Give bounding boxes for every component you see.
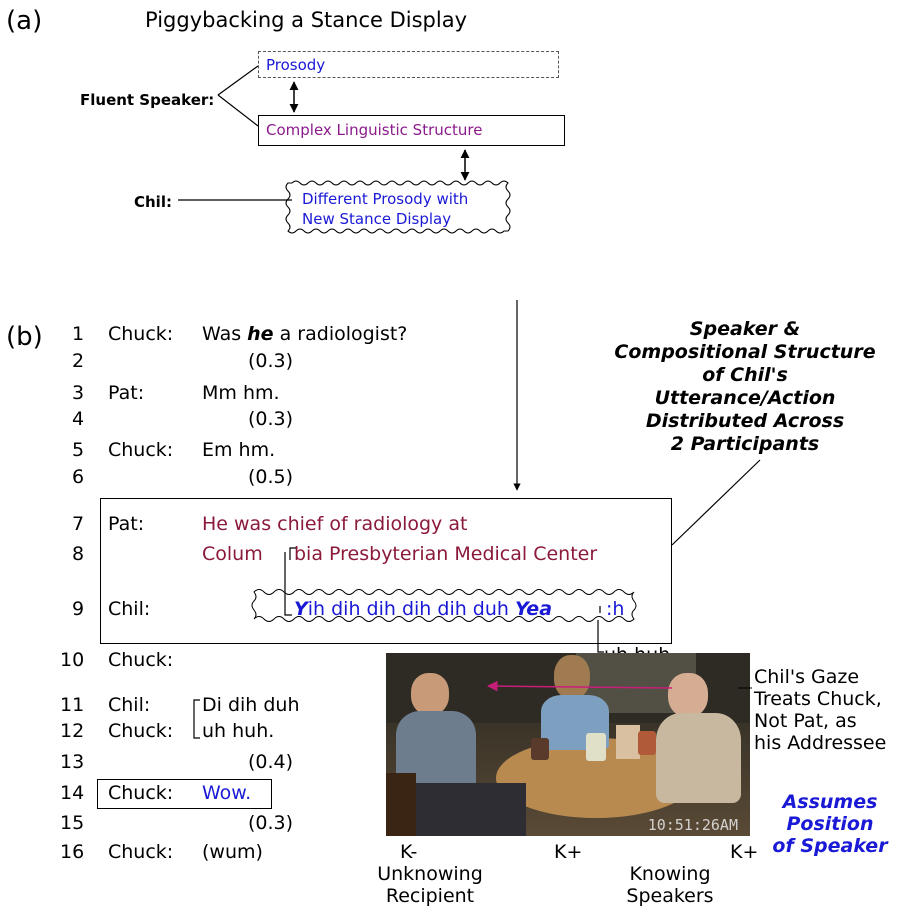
different-prosody-line2: New Stance Display xyxy=(302,210,452,228)
line-number: 2 xyxy=(72,350,85,372)
pause-text: (0.3) xyxy=(248,408,294,430)
overlap-bracket-8 xyxy=(289,547,296,560)
gaze-note: Chil's Gaze Treats Chuck, Not Pat, as hi… xyxy=(754,666,887,754)
speaker-label: Chuck: xyxy=(108,782,174,804)
speaker-label: Chil: xyxy=(108,694,151,716)
chil-label-a: Chil: xyxy=(134,193,172,211)
gaze-arrow xyxy=(486,680,673,692)
knowing-speakers-caption: Knowing Speakers xyxy=(626,863,714,907)
utterance-text: Wow. xyxy=(202,782,252,804)
line-number: 12 xyxy=(60,720,85,742)
complex-structure-label: Complex Linguistic Structure xyxy=(266,121,483,139)
speaker-label: Pat: xyxy=(108,382,145,404)
line-number: 16 xyxy=(60,841,85,863)
dinner-table-photo: 10:51:26AM xyxy=(386,653,750,836)
overlap-bracket-10 xyxy=(597,620,604,653)
pause-text: (0.3) xyxy=(248,812,294,834)
photo-timestamp: 10:51:26AM xyxy=(647,816,738,834)
speaker-label: Chuck: xyxy=(108,720,174,742)
side-note-connector xyxy=(671,459,761,546)
speaker-label: Chuck: xyxy=(108,323,174,345)
prosody-box xyxy=(258,51,559,78)
utterance-text: He was chief of radiology at xyxy=(202,513,468,535)
line-number: 4 xyxy=(72,408,85,430)
speaker-label: Chuck: xyxy=(108,439,174,461)
k-plus-label: K+ xyxy=(554,841,583,863)
speaker-label: Pat: xyxy=(108,513,145,535)
k-plus-label: K+ xyxy=(730,841,759,863)
speaker-label: Chuck: xyxy=(108,841,174,863)
utterance-text: (wum) xyxy=(202,841,263,863)
utterance-text: Di dih duh xyxy=(202,694,300,716)
line-number: 15 xyxy=(60,812,85,834)
side-note: Speaker & Compositional Structure of Chi… xyxy=(614,318,876,455)
line-number: 3 xyxy=(72,382,85,404)
fluent-speaker-label: Fluent Speaker: xyxy=(80,91,215,109)
speaker-label: Chuck: xyxy=(108,649,174,671)
line-number: 13 xyxy=(60,751,85,773)
line-number: 10 xyxy=(60,649,85,671)
overlap-bracket-9 xyxy=(284,600,292,616)
utterance-text-b: bia Presbyterian Medical Center xyxy=(294,543,598,565)
different-prosody-line1: Different Prosody with xyxy=(302,190,469,208)
utterance-text: Yih dih dih dih dih duh Yea xyxy=(294,598,553,620)
line-number: 5 xyxy=(72,439,85,461)
pause-text: (0.5) xyxy=(248,466,294,488)
utterance-tail: :h xyxy=(606,598,625,620)
pause-text: (0.4) xyxy=(248,751,294,773)
panel-a-title: Piggybacking a Stance Display xyxy=(145,8,468,32)
pause-text: (0.3) xyxy=(248,350,294,372)
utterance-text-a: Colum xyxy=(202,543,263,565)
line-number: 8 xyxy=(72,543,85,565)
different-prosody-wavy-box xyxy=(285,180,511,234)
lines-7-9-box xyxy=(100,498,672,644)
line-number: 7 xyxy=(72,513,85,535)
line-number: 14 xyxy=(60,782,85,804)
line-9-wavy-box xyxy=(251,589,637,622)
utterance-text: uh huh. xyxy=(202,720,275,742)
prosody-label: Prosody xyxy=(266,56,326,74)
fluent-to-structure-line xyxy=(217,94,259,127)
line-14-box xyxy=(97,779,272,809)
utterance-text: Em hm. xyxy=(202,439,276,461)
line-number: 6 xyxy=(72,466,85,488)
panel-b-label: (b) xyxy=(6,322,43,352)
k-minus-label: K- xyxy=(400,841,418,863)
line-number: 9 xyxy=(72,598,85,620)
utterance-text: Mm hm. xyxy=(202,382,280,404)
speaker-label: Chil: xyxy=(108,598,151,620)
assumes-note: Assumes Position of Speaker xyxy=(772,791,888,857)
utterance-text: Was he a radiologist? xyxy=(202,323,408,345)
fluent-to-prosody-line xyxy=(217,65,259,96)
line-number: 1 xyxy=(72,323,85,345)
unknowing-recipient-caption: Unknowing Recipient xyxy=(377,863,483,907)
panel-a-label: (a) xyxy=(6,6,43,36)
complex-structure-box xyxy=(258,115,565,146)
overlap-bracket-11-12 xyxy=(193,699,200,739)
line-number: 11 xyxy=(60,694,85,716)
